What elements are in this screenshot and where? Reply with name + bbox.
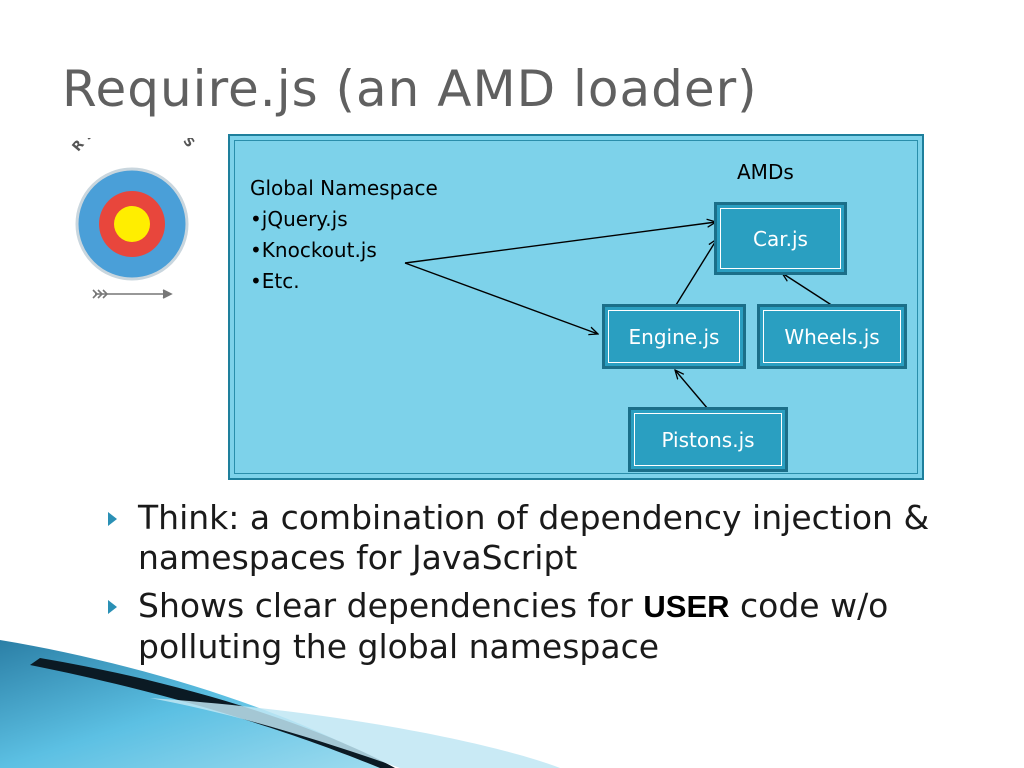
namespace-item-jquery: •jQuery.js [250, 207, 348, 231]
arrow-pistons-to-engine [675, 370, 709, 410]
arrow-namespace-to-car [404, 222, 716, 264]
bullet-item: Shows clear dependencies for USER code w… [108, 586, 988, 667]
bullet-list: Think: a combination of dependency injec… [108, 498, 988, 675]
triangle-bullet-icon [108, 600, 117, 614]
require-js-logo: REQUIRE·JS [70, 138, 195, 299]
slide-title: Require.js (an AMD loader) [62, 60, 758, 118]
triangle-bullet-icon [108, 512, 117, 526]
target-bullseye [114, 206, 150, 242]
panel-inner-border [234, 140, 918, 474]
decorative-swoosh [0, 640, 560, 768]
bullet-text: Think: a combination of dependency injec… [138, 498, 930, 577]
module-engine: Engine.js [602, 304, 746, 369]
arrow-namespace-to-engine [404, 262, 598, 334]
module-car: Car.js [714, 202, 847, 275]
module-pistons: Pistons.js [628, 407, 788, 472]
arrow-wheels-to-car [782, 273, 834, 307]
bullet-text-before: Shows clear dependencies for [138, 586, 644, 625]
module-wheels: Wheels.js [757, 304, 907, 369]
bullet-text-after: code w/o polluting the global namespace [138, 586, 889, 666]
global-namespace-title: Global Namespace [250, 176, 438, 200]
bullet-emphasis: USER [643, 589, 730, 624]
namespace-item-etc: •Etc. [250, 269, 300, 293]
arrow-icon [92, 289, 173, 299]
namespace-item-knockout: •Knockout.js [250, 238, 377, 262]
bullet-item: Think: a combination of dependency injec… [108, 498, 988, 578]
amds-label: AMDs [737, 160, 794, 184]
arrow-engine-to-car [675, 239, 717, 306]
